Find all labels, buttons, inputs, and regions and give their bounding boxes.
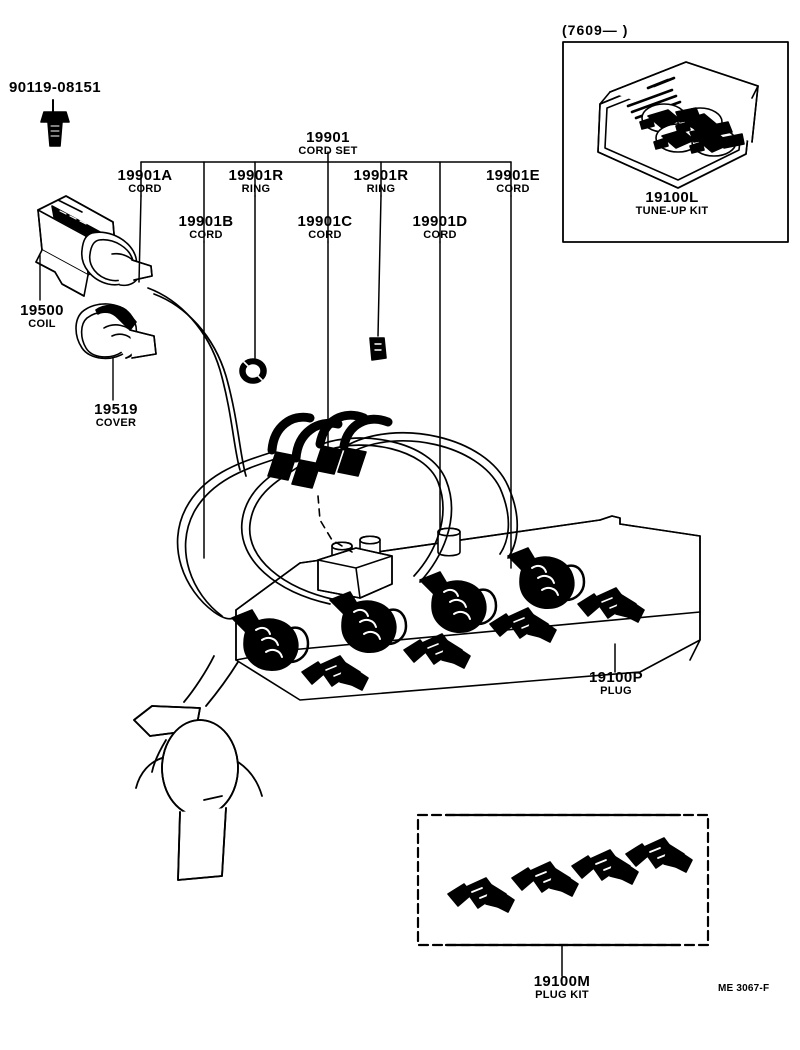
kit-plug-2 [511,861,579,897]
ignition-cords-illustration [147,287,519,620]
part-label-19500: 19500 COIL [0,303,84,330]
part-description: RING [241,182,271,195]
plug-boot-4-illustration [507,547,586,609]
plug-kit-plugs-illustration [447,837,693,913]
part-number: 19901R [353,167,409,184]
part-label-19901C: 19901C CORD [275,214,375,241]
part-label-19901A: 19901A CORD [95,168,195,195]
part-number: 19519 [94,401,138,418]
part-number: 19901R [228,167,284,184]
plug-boot-1-illustration [231,609,310,671]
cord-set-leader-lines [138,151,512,569]
part-label-19100M: 19100M PLUG KIT [497,974,627,1001]
part-number: 19901E [485,167,541,184]
bolt-90119-08151-illustration [40,99,70,147]
plug-boot-2-illustration [329,591,408,653]
part-number: 19901B [178,213,234,230]
part-label-19901R-2: 19901R RING [331,168,431,195]
part-description: CORD [189,228,223,241]
cord-ring-2-illustration [369,337,387,361]
part-number: 19100M [533,973,591,990]
part-description: RING [366,182,396,195]
date-range-label: (7609— ) [562,22,629,38]
ignition-coil-illustration [35,195,153,301]
part-label-19901E: 19901E CORD [463,168,563,195]
part-number: 19500 [20,302,64,319]
part-label-19100P: 19100P PLUG [566,670,666,697]
part-number: 19901D [412,213,468,230]
part-label-19901B: 19901B CORD [156,214,256,241]
part-description: CORD [128,182,162,195]
part-number: 19100P [588,669,644,686]
kit-plug-4 [625,837,693,873]
part-description: COIL [28,317,56,330]
part-label-19100L: 19100L TUNE-UP KIT [607,190,737,217]
part-description: PLUG KIT [535,988,589,1001]
spark-plug-installed-3-illustration [489,607,557,643]
part-number: 19901A [117,167,173,184]
part-label-19901: 19901 CORD SET [278,130,378,157]
spark-plug-installed-2-illustration [403,633,471,669]
tune-up-kit-inset-box [562,41,789,243]
coil-cover-illustration [75,303,157,401]
part-label-19901R-1: 19901R RING [206,168,306,195]
part-description: PLUG [600,684,632,697]
spark-plug-installed-4-illustration [577,587,645,623]
plug-boot-3-illustration [419,571,498,633]
drawing-code-label: ME 3067-F [718,983,770,994]
part-number: 19901C [297,213,353,230]
kit-plug-1 [447,877,515,913]
part-label-19901D: 19901D CORD [390,214,490,241]
spark-plug-installed-1-illustration [301,655,369,691]
part-description: CORD SET [298,144,358,157]
cord-ring-1-illustration [239,358,267,384]
part-number: 90119-08151 [9,79,101,96]
part-description: CORD [308,228,342,241]
part-label-90119-08151: 90119-08151 [0,80,110,96]
part-description: CORD [423,228,457,241]
part-description: TUNE-UP KIT [635,204,709,217]
part-number: 19100L [645,189,699,206]
part-label-19519: 19519 COVER [74,402,158,429]
cooling-fan-illustration [133,655,263,881]
part-description: CORD [496,182,530,195]
kit-plug-3 [571,849,639,885]
part-description: COVER [95,416,137,429]
part-number: 19901 [306,129,350,146]
